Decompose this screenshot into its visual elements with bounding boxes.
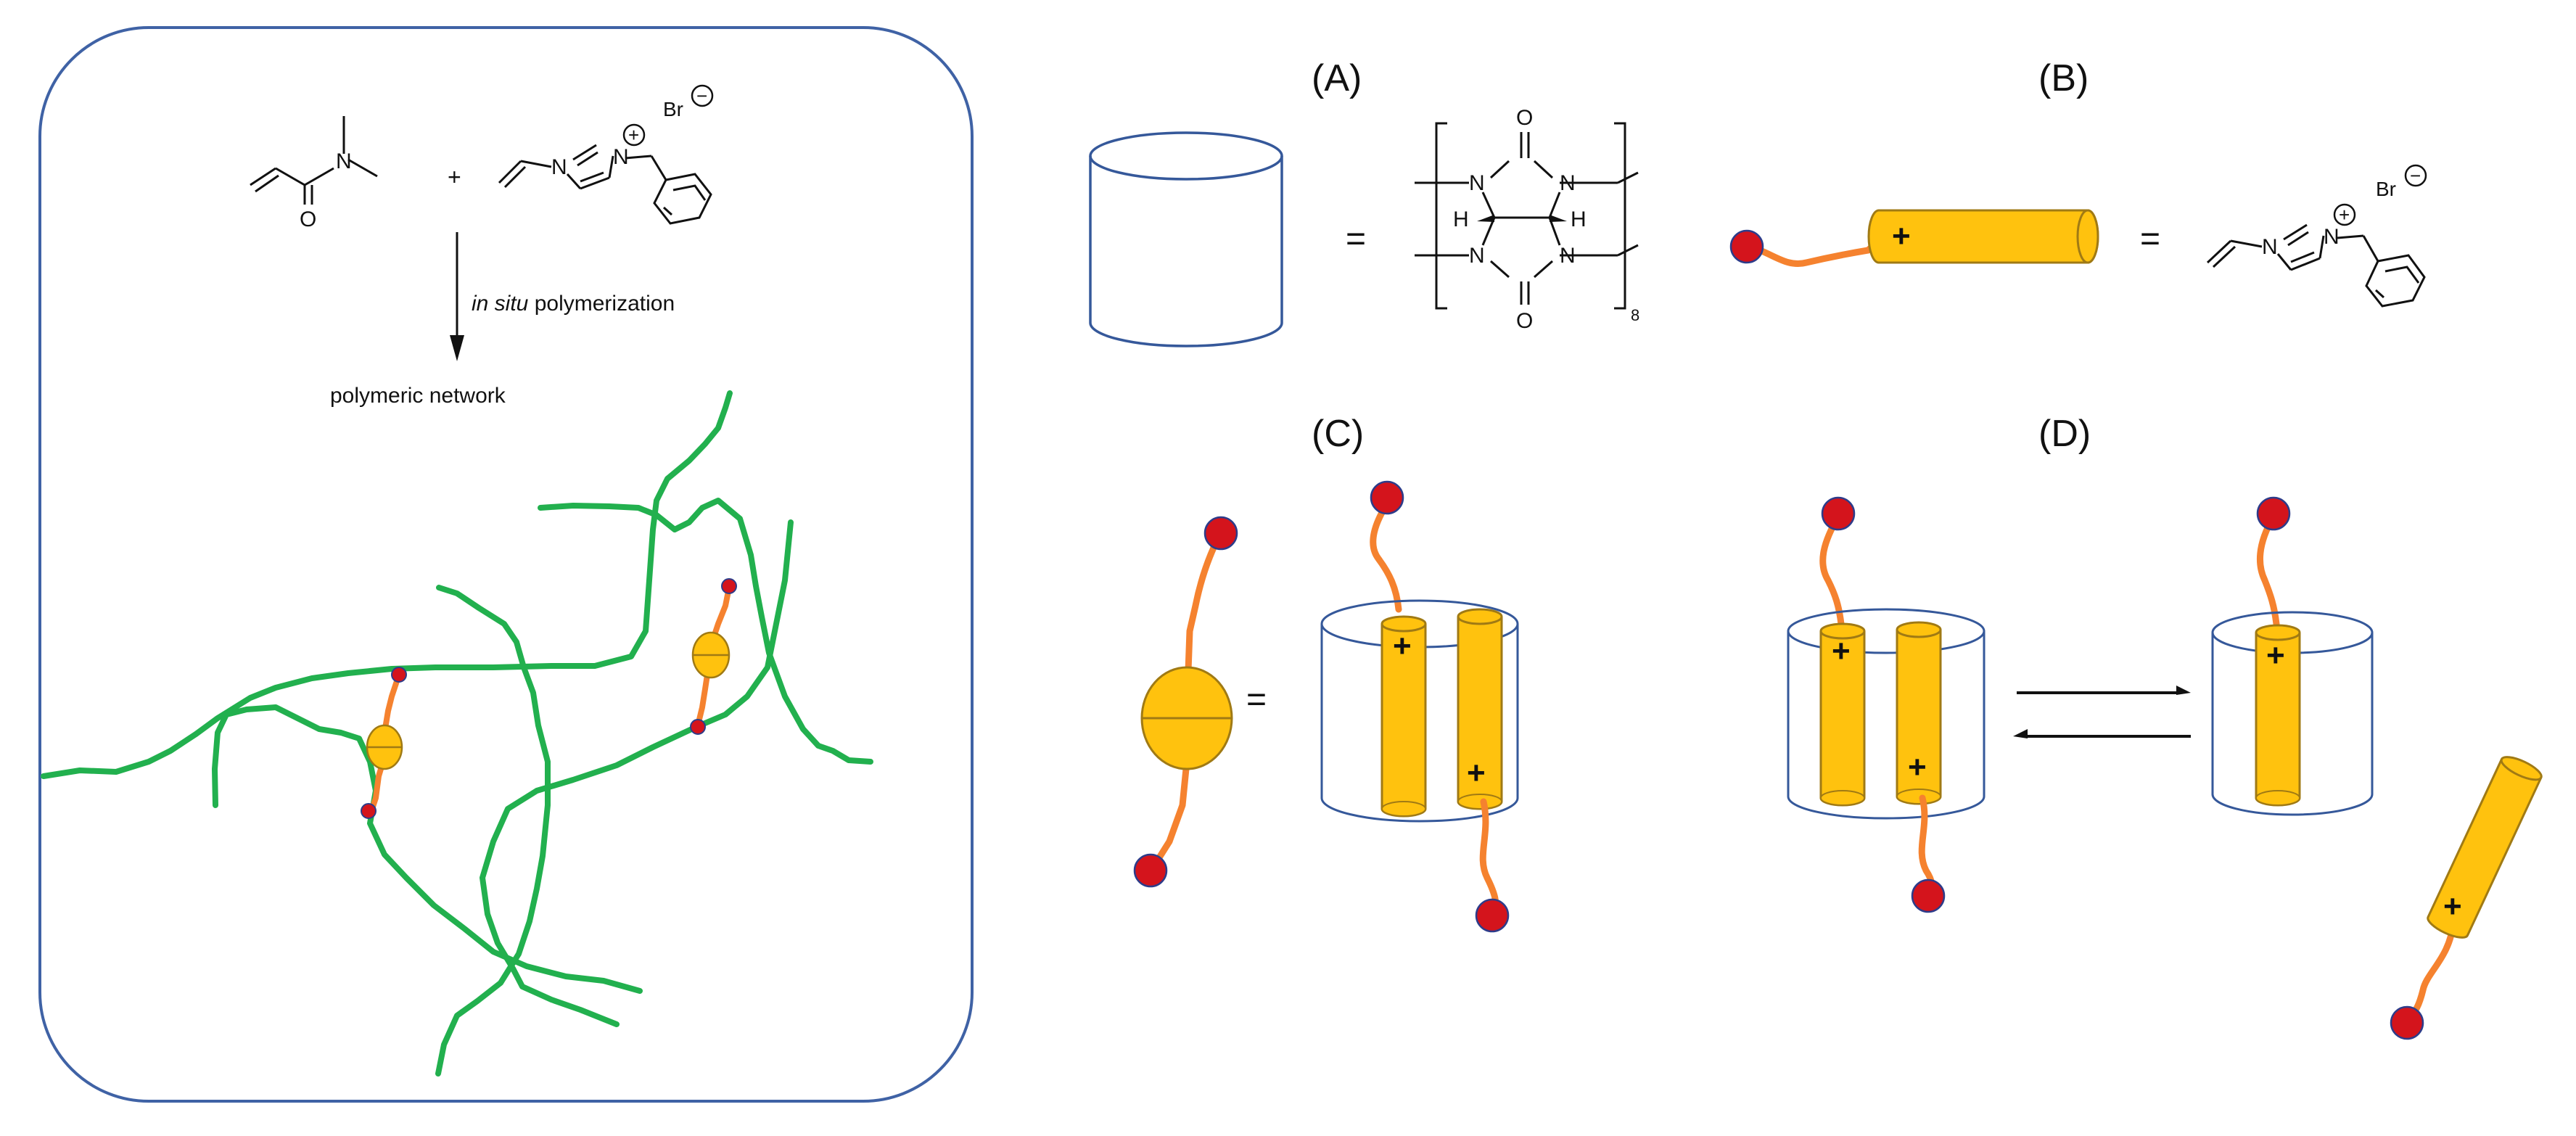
bead xyxy=(1133,853,1168,888)
positive-charge-circle xyxy=(2333,203,2356,226)
positive-charge: + xyxy=(2339,204,2350,226)
dimethylacrylamide-structure xyxy=(250,116,378,205)
cb8-repeat-structure xyxy=(1415,122,1639,310)
bromide-counterion: Br xyxy=(663,98,683,120)
binary-complex-d xyxy=(2211,496,2374,816)
guest-charge: + xyxy=(1393,628,1412,664)
bead xyxy=(391,667,407,683)
negative-charge-circle xyxy=(691,84,714,107)
negative-charge: − xyxy=(696,85,707,107)
bead xyxy=(1475,898,1510,933)
reaction-arrowhead xyxy=(450,335,464,361)
equilibrium-arrows xyxy=(2013,686,2191,738)
network-complex-1 xyxy=(361,667,407,819)
cb8-n: N xyxy=(1469,171,1485,195)
cb8-h: H xyxy=(1571,207,1587,231)
ternary-complex-d xyxy=(1787,496,1986,913)
panel-b-label: (B) xyxy=(2038,57,2089,99)
cb8-n: N xyxy=(1560,244,1576,268)
imidazolium-n3: N xyxy=(613,145,629,169)
guest-charge: + xyxy=(1467,755,1486,791)
cb8-o-top: O xyxy=(1516,106,1533,130)
guest-molecule-b xyxy=(1729,209,2099,267)
panel-c-label: (C) xyxy=(1312,413,1364,455)
wedge-bond xyxy=(1550,215,1567,222)
cb8-n: N xyxy=(1560,171,1576,195)
bead xyxy=(361,803,376,819)
imidazolium-n3: N xyxy=(2324,225,2340,249)
amide-oxygen: O xyxy=(300,207,316,231)
positive-charge-circle xyxy=(622,123,646,147)
cb8-repeat-count: 8 xyxy=(1631,306,1639,324)
bead xyxy=(721,578,737,594)
panel-b-equals: = xyxy=(2140,220,2160,258)
bead xyxy=(1911,878,1946,913)
rod-charge: + xyxy=(1892,218,1911,254)
capsule-symbol xyxy=(1133,516,1238,888)
positive-charge: + xyxy=(628,124,639,146)
bead xyxy=(1370,480,1404,515)
negative-charge-circle xyxy=(2404,164,2427,187)
vinylimidazolium-structure xyxy=(498,144,712,225)
guest-charge: + xyxy=(1832,633,1851,669)
guest-charge: + xyxy=(2443,889,2462,924)
bead xyxy=(1729,229,1764,264)
vinylimidazolium-structure-b xyxy=(2206,223,2426,308)
imidazolium-n1: N xyxy=(2262,235,2278,259)
negative-charge: − xyxy=(2410,165,2421,186)
panel-c-equals: = xyxy=(1246,680,1267,719)
panel-a-equals: = xyxy=(1346,220,1366,258)
bead xyxy=(2256,496,2291,531)
network-complex-2 xyxy=(690,578,737,735)
guest-charge: + xyxy=(1908,749,1927,785)
guest-charge: + xyxy=(2266,638,2285,673)
panel-a-label: (A) xyxy=(1312,57,1362,99)
released-guest xyxy=(2390,756,2543,1040)
ternary-complex-c xyxy=(1320,480,1519,933)
cb8-h: H xyxy=(1453,207,1469,231)
arrow-condition: in situ polymerization xyxy=(472,292,675,316)
cb8-o-bottom: O xyxy=(1516,309,1533,333)
imidazolium-n1: N xyxy=(551,155,567,179)
amide-nitrogen: N xyxy=(336,149,352,173)
panel-d-label: (D) xyxy=(2038,413,2091,455)
wedge-bond xyxy=(1477,215,1494,222)
bead xyxy=(690,719,706,735)
product-label: polymeric network xyxy=(330,384,506,408)
polymer-network xyxy=(41,390,873,1077)
bead xyxy=(1821,496,1856,531)
left-panel-frame xyxy=(38,26,974,1103)
bead xyxy=(2390,1005,2424,1040)
cb8-cylinder xyxy=(1089,131,1283,347)
bead xyxy=(1203,516,1238,551)
cb8-n: N xyxy=(1469,244,1485,268)
bromide-counterion: Br xyxy=(2376,178,2396,200)
plus-sign: + xyxy=(448,164,461,190)
